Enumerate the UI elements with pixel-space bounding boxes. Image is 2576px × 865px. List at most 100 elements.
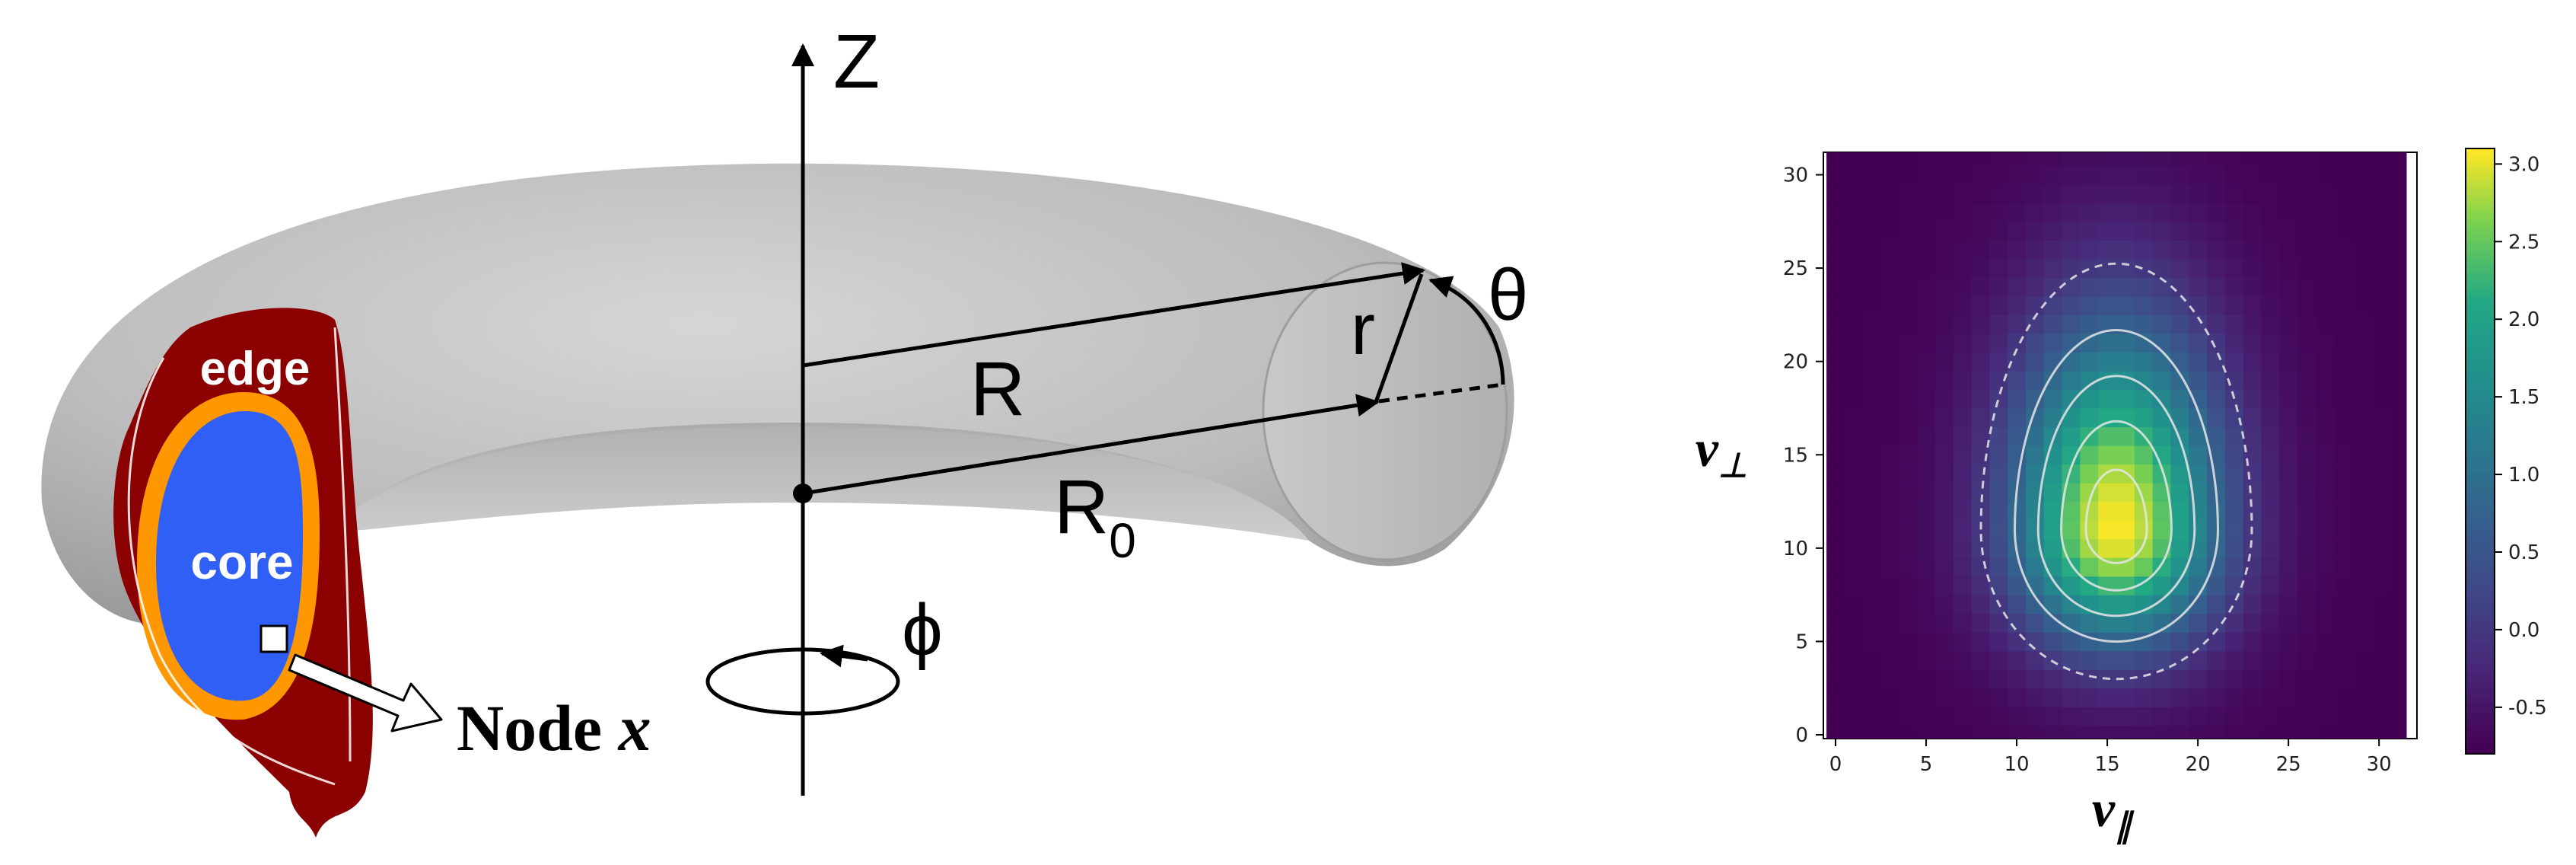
colorbar-segment	[2466, 567, 2495, 573]
heatmap-cell	[2352, 165, 2371, 185]
heatmap-cell	[1844, 426, 1864, 446]
heatmap-cell	[2352, 725, 2371, 739]
heatmap-cell	[2152, 520, 2172, 540]
colorbar-segment	[2466, 380, 2495, 387]
heatmap-cell	[1899, 501, 1918, 521]
colorbar-segment	[2466, 360, 2495, 366]
heatmap-cell	[2116, 407, 2135, 428]
heatmap-cell	[1899, 650, 1918, 670]
heatmap-cell	[1953, 557, 1973, 577]
heatmap-cell	[1844, 595, 1864, 614]
heatmap-cell	[2152, 707, 2172, 726]
torus-diagram: edge core Node x Z R R0 r θ	[41, 19, 1528, 838]
heatmap-cell	[2370, 483, 2389, 503]
heatmap-cell	[2388, 203, 2407, 222]
heatmap-cell	[1899, 520, 1918, 540]
heatmap-cell	[2207, 389, 2226, 409]
heatmap-cell	[1844, 314, 1864, 334]
heatmap-cell	[1862, 688, 1882, 707]
heatmap-cell	[2134, 240, 2154, 260]
heatmap-cell	[2116, 333, 2135, 353]
heatmap-cell	[1917, 576, 1936, 595]
heatmap-cell	[2098, 407, 2117, 428]
x-tick-label: 30	[2367, 753, 2392, 776]
heatmap-cell	[2116, 725, 2135, 739]
heatmap-cell	[2025, 520, 2045, 540]
heatmap-cell	[1880, 520, 1899, 540]
heatmap-cell	[1934, 520, 1954, 540]
heatmap-cell	[2008, 389, 2027, 409]
heatmap-cell	[1971, 277, 1990, 297]
heatmap-cell	[1899, 152, 1918, 166]
heatmap-cell	[2207, 650, 2226, 670]
heatmap-cell	[1880, 370, 1899, 391]
heatmap-cell	[2352, 370, 2371, 391]
heatmap-cell	[2116, 258, 2135, 278]
heatmap-cell	[2116, 370, 2135, 391]
heatmap-cell	[1880, 221, 1899, 241]
heatmap-cell	[1862, 389, 1882, 409]
heatmap-cell	[2170, 221, 2189, 241]
heatmap-cell	[1862, 407, 1882, 428]
colorbar-segment	[2466, 537, 2495, 543]
heatmap-cell	[1934, 389, 1954, 409]
heatmap-cell	[2243, 501, 2262, 521]
heatmap-cell	[1971, 389, 1990, 409]
heatmap-cell	[2008, 370, 2027, 391]
vector-R	[802, 262, 1425, 368]
heatmap-cell	[2243, 464, 2262, 484]
heatmap-cell	[1917, 407, 1936, 428]
heatmap-cell	[1934, 445, 1954, 465]
heatmap-cell	[2116, 240, 2135, 260]
heatmap-cell	[2352, 152, 2371, 166]
heatmap-cell	[1953, 426, 1973, 446]
heatmap-cell	[1917, 295, 1936, 315]
heatmap-cell	[2062, 407, 2081, 428]
heatmap-cell	[2370, 557, 2389, 577]
heatmap-cell	[2170, 538, 2189, 558]
heatmap-cell	[2333, 650, 2353, 670]
colorbar-segment	[2466, 244, 2495, 251]
heatmap-cell	[2370, 240, 2389, 260]
heatmap-cell	[2152, 501, 2172, 521]
heatmap-cell	[2062, 295, 2081, 315]
heatmap-cell	[2170, 389, 2189, 409]
colorbar-segment	[2466, 512, 2495, 518]
heatmap-cell	[1989, 184, 2008, 203]
heatmap-cell	[2116, 445, 2135, 465]
heatmap-cell	[2207, 688, 2226, 707]
colorbar-segment	[2466, 637, 2495, 644]
heatmap-cell	[1989, 707, 2008, 726]
heatmap-cell	[1953, 650, 1973, 670]
heatmap-cell	[2352, 669, 2371, 689]
heatmap-cell	[2116, 277, 2135, 297]
heatmap-cell	[2279, 352, 2298, 372]
heatmap-cell	[2388, 725, 2407, 739]
heatmap-cell	[1880, 333, 1899, 353]
colorbar-tick-label: -0.5	[2508, 697, 2547, 720]
heatmap-cell	[2279, 277, 2298, 297]
heatmap-cell	[1880, 707, 1899, 726]
heatmap-cell	[1826, 538, 1845, 558]
colorbar-segment	[2466, 234, 2495, 241]
heatmap-cell	[1844, 407, 1864, 428]
heatmap-cell	[1826, 576, 1845, 595]
heatmap-cell	[1934, 688, 1954, 707]
heatmap-cell	[1934, 426, 1954, 446]
y-tick-label: 5	[1795, 630, 1808, 653]
phi-rotation	[705, 647, 900, 716]
heatmap-cell	[2243, 725, 2262, 739]
heatmap-cell	[2080, 688, 2099, 707]
heatmap-cell	[2098, 669, 2117, 689]
heatmap-cell	[1844, 370, 1864, 391]
heatmap-cell	[1971, 370, 1990, 391]
heatmap-cell	[1899, 370, 1918, 391]
heatmap-cell	[1826, 669, 1845, 689]
colorbar-frame	[2465, 148, 2495, 755]
heatmap-cell	[2062, 725, 2081, 739]
heatmap-cell	[2224, 240, 2244, 260]
heatmap-cell	[2207, 725, 2226, 739]
torus-body	[41, 163, 1514, 625]
heatmap-cell	[2333, 203, 2353, 222]
